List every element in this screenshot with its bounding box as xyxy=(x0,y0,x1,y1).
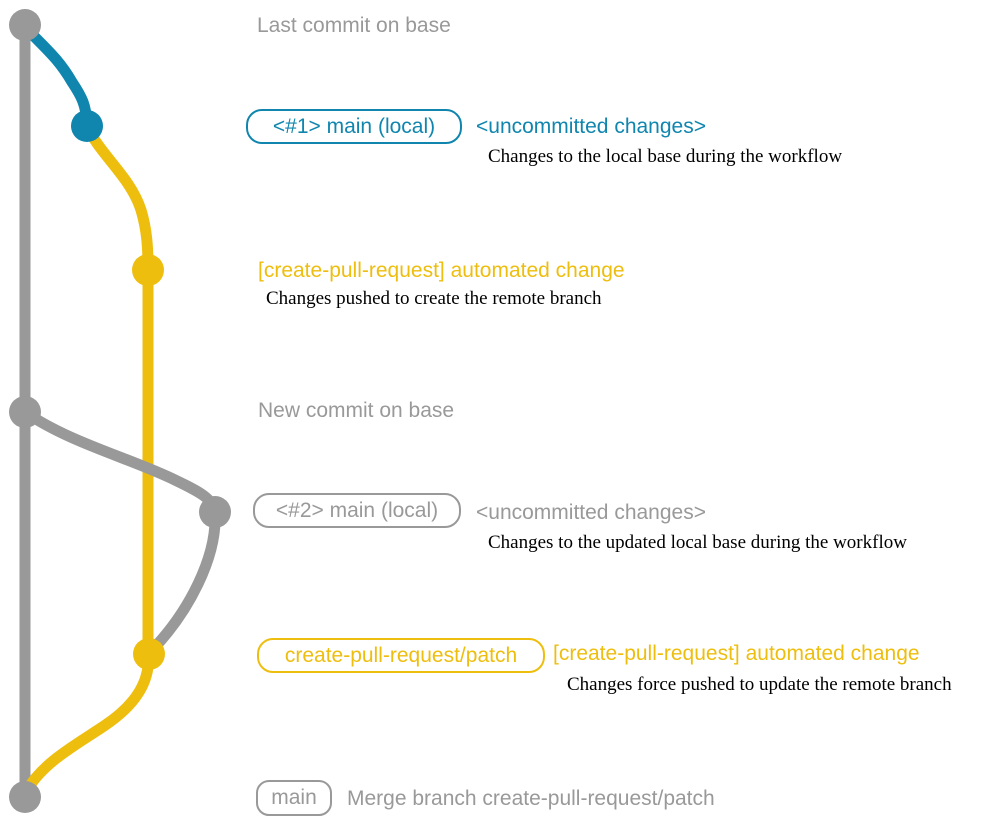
desc-local-changes-2: Changes to the updated local base during… xyxy=(488,532,907,553)
commit-node-local-1 xyxy=(71,110,103,142)
label-uncommitted-changes-1: <uncommitted changes> xyxy=(476,115,706,138)
label-automated-change-2: [create-pull-request] automated change xyxy=(553,642,920,665)
label-merge-branch: Merge branch create-pull-request/patch xyxy=(347,787,715,810)
pill-main-local-1: <#1> main (local) xyxy=(246,109,462,144)
commit-node-patch-2 xyxy=(133,638,165,670)
commit-node-base-1 xyxy=(9,9,41,41)
commit-node-local-2 xyxy=(199,496,231,528)
commit-node-merge xyxy=(9,781,41,813)
commit-node-patch-1 xyxy=(132,254,164,286)
pill-patch-branch: create-pull-request/patch xyxy=(257,638,545,673)
local-branch-line-1 xyxy=(20,22,93,130)
commit-node-base-2 xyxy=(9,396,41,428)
git-graph xyxy=(9,9,231,813)
pill-main: main xyxy=(256,780,332,816)
desc-force-pushed: Changes force pushed to update the remot… xyxy=(567,674,952,695)
desc-pushed-to-create: Changes pushed to create the remote bran… xyxy=(266,288,602,309)
label-uncommitted-changes-2: <uncommitted changes> xyxy=(476,501,706,524)
local-branch-line-2 xyxy=(19,406,221,654)
label-last-commit-on-base: Last commit on base xyxy=(257,14,451,37)
desc-local-changes-1: Changes to the local base during the wor… xyxy=(488,146,843,167)
label-automated-change-1: [create-pull-request] automated change xyxy=(258,259,625,282)
label-new-commit-on-base: New commit on base xyxy=(258,399,455,422)
pill-main-local-2: <#2> main (local) xyxy=(253,493,461,528)
